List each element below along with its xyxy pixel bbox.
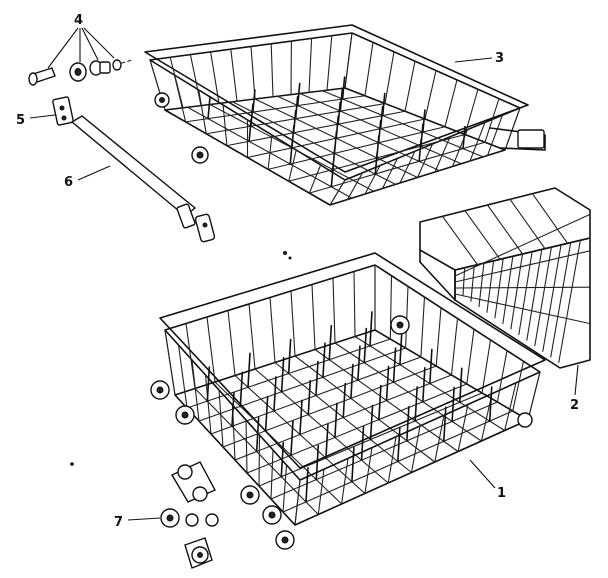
callout-1: 1 [469, 459, 506, 501]
svg-text:3: 3 [495, 51, 504, 66]
svg-text:6: 6 [64, 175, 73, 190]
upper-rack [144, 24, 546, 206]
callout-3: 3 [454, 51, 504, 66]
rack-rail [70, 115, 216, 243]
callout-2: 2 [570, 364, 579, 413]
rack-clip [52, 96, 74, 126]
svg-text:2: 2 [570, 398, 579, 413]
callout-7: 7 [114, 515, 161, 530]
svg-text:1: 1 [497, 486, 506, 501]
callout-6: 6 [64, 165, 111, 190]
lower-rack [150, 252, 546, 550]
svg-text:4: 4 [74, 13, 83, 28]
lower-rack-wheels [150, 315, 533, 550]
silverware-basket [419, 187, 591, 369]
rack-wheel-hardware [28, 59, 133, 86]
svg-text:5: 5 [16, 113, 25, 128]
callout-5: 5 [16, 113, 56, 128]
svg-text:7: 7 [114, 515, 123, 530]
lower-wheel-assembly [160, 461, 219, 569]
callout-4: 4 [47, 13, 115, 69]
